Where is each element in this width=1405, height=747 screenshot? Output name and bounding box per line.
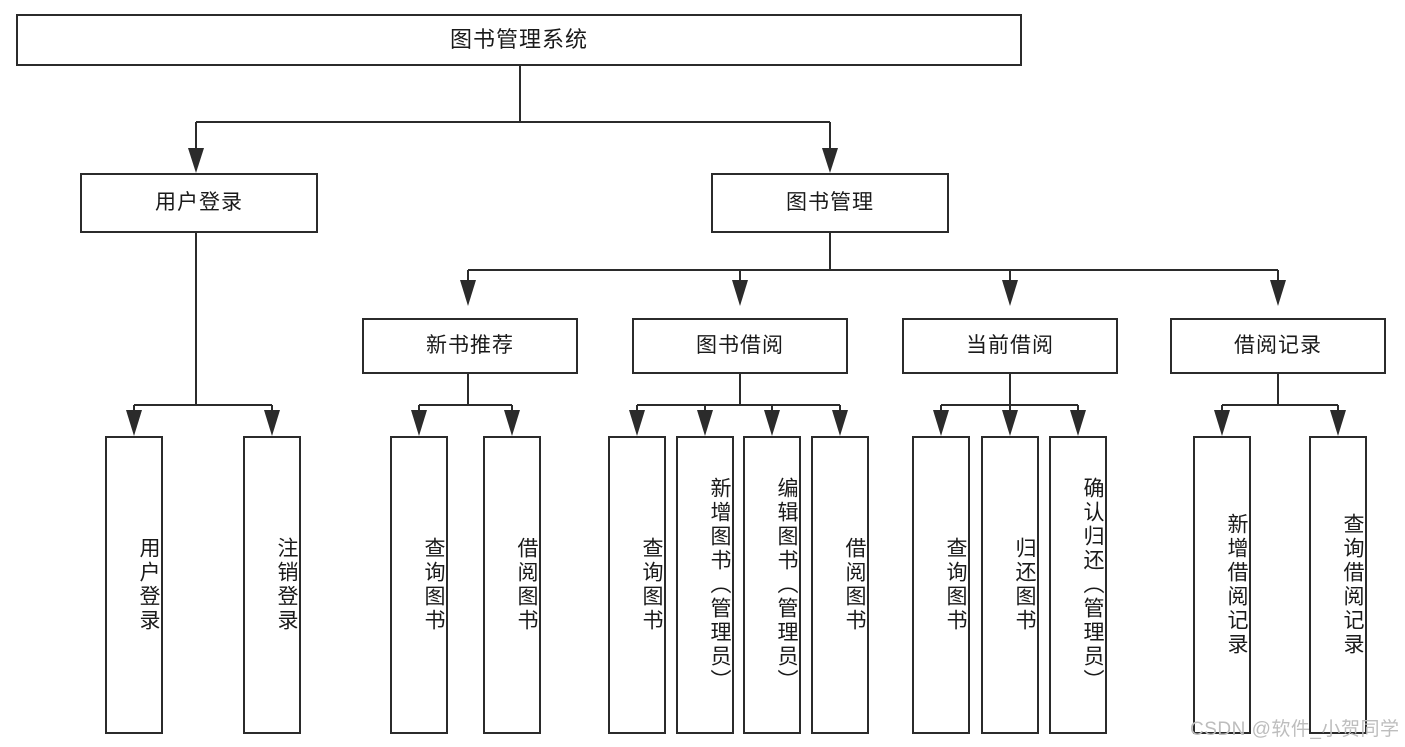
- arrowhead-leaf-bookborrow-2: [697, 410, 713, 436]
- leaf-borrow-records-add[interactable]: 新增借阅记录: [1193, 436, 1251, 734]
- node-label: 查询图书: [422, 537, 445, 633]
- node-new-book-recommend[interactable]: 新书推荐: [362, 318, 578, 374]
- arrowhead-leaf-bookborrow-1: [629, 410, 645, 436]
- arrowhead-borrow-records: [1270, 280, 1286, 306]
- node-book-management[interactable]: 图书管理: [711, 173, 949, 233]
- node-label: 当前借阅: [966, 334, 1054, 358]
- leaf-new-book-borrow[interactable]: 借阅图书: [483, 436, 541, 734]
- node-label: 借阅图书: [515, 537, 538, 633]
- arrowhead-current-borrow: [1002, 280, 1018, 306]
- arrowhead-book-borrow: [732, 280, 748, 306]
- node-borrow-records[interactable]: 借阅记录: [1170, 318, 1386, 374]
- arrowhead-leaf-newbook-1: [411, 410, 427, 436]
- csdn-watermark: CSDN @软件_小贺同学: [1190, 719, 1400, 740]
- arrowhead-leaf-bookborrow-3: [764, 410, 780, 436]
- leaf-user-login-logout[interactable]: 注销登录: [243, 436, 301, 734]
- node-label: 借阅图书: [843, 537, 866, 633]
- arrowhead-book-manage: [822, 148, 838, 173]
- leaf-user-login-login[interactable]: 用户登录: [105, 436, 163, 734]
- arrowhead-leaf-currentborrow-3: [1070, 410, 1086, 436]
- node-label: 图书管理系统: [449, 26, 588, 52]
- node-label: 借阅记录: [1234, 334, 1322, 358]
- node-label: 新增借阅记录: [1225, 513, 1248, 657]
- node-label: 用户登录: [137, 537, 160, 633]
- node-label: 编辑图书（管理员）: [775, 477, 798, 693]
- leaf-book-borrow-query[interactable]: 查询图书: [608, 436, 666, 734]
- leaf-current-borrow-query[interactable]: 查询图书: [912, 436, 970, 734]
- leaf-new-book-query[interactable]: 查询图书: [390, 436, 448, 734]
- arrowhead-leaf-currentborrow-2: [1002, 410, 1018, 436]
- leaf-book-borrow-add-admin[interactable]: 新增图书（管理员）: [676, 436, 734, 734]
- arrowhead-leaf-bookborrow-4: [832, 410, 848, 436]
- arrowhead-leaf-user-login-1: [126, 410, 142, 436]
- arrowhead-leaf-borrowrecords-2: [1330, 410, 1346, 436]
- arrowhead-leaf-currentborrow-1: [933, 410, 949, 436]
- node-label: 确认归还（管理员）: [1081, 477, 1104, 693]
- leaf-borrow-records-query[interactable]: 查询借阅记录: [1309, 436, 1367, 734]
- arrowhead-user-login: [188, 148, 204, 173]
- node-label: 注销登录: [275, 537, 298, 633]
- leaf-book-borrow-borrow[interactable]: 借阅图书: [811, 436, 869, 734]
- arrowhead-leaf-newbook-2: [504, 410, 520, 436]
- leaf-current-borrow-confirm-admin[interactable]: 确认归还（管理员）: [1049, 436, 1107, 734]
- leaf-current-borrow-return[interactable]: 归还图书: [981, 436, 1039, 734]
- leaf-book-borrow-edit-admin[interactable]: 编辑图书（管理员）: [743, 436, 801, 734]
- node-label: 查询图书: [640, 537, 663, 633]
- node-label: 用户登录: [155, 191, 243, 215]
- arrowhead-leaf-user-login-2: [264, 410, 280, 436]
- arrowhead-leaf-borrowrecords-1: [1214, 410, 1230, 436]
- arrowhead-new-book: [460, 280, 476, 306]
- node-label: 查询图书: [944, 537, 967, 633]
- node-label: 图书借阅: [696, 334, 784, 358]
- node-label: 图书管理: [786, 191, 874, 215]
- node-label: 新书推荐: [426, 334, 514, 358]
- node-label: 归还图书: [1013, 537, 1036, 633]
- node-root-book-management-system[interactable]: 图书管理系统: [16, 14, 1022, 66]
- node-label: 查询借阅记录: [1341, 513, 1364, 657]
- node-book-borrow[interactable]: 图书借阅: [632, 318, 848, 374]
- node-user-login[interactable]: 用户登录: [80, 173, 318, 233]
- node-label: 新增图书（管理员）: [708, 477, 731, 693]
- node-current-borrow[interactable]: 当前借阅: [902, 318, 1118, 374]
